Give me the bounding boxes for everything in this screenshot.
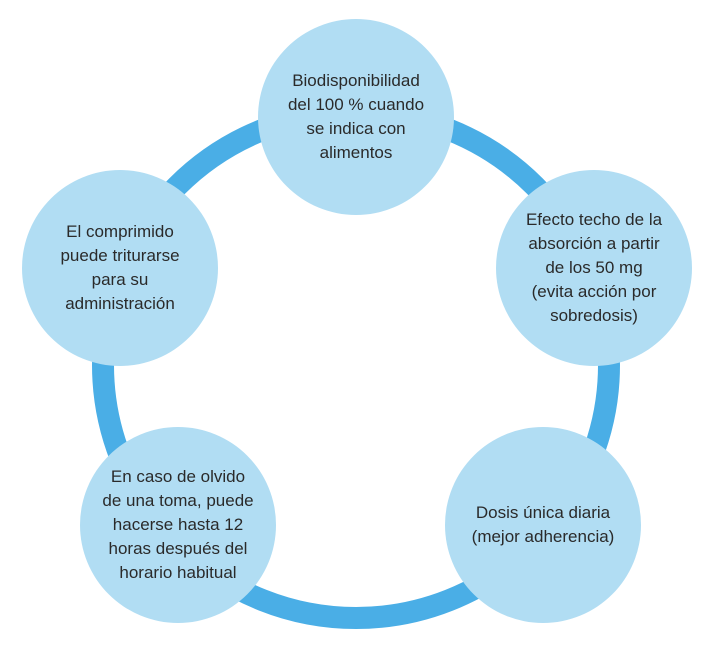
node-biodisponibilidad-label: Biodisponibilidad del 100 % cuando se in… [287,71,425,162]
node-olvido-toma: En caso de olvido de una toma, puede hac… [80,427,276,623]
node-biodisponibilidad: Biodisponibilidad del 100 % cuando se in… [258,19,454,215]
node-efecto-techo: Efecto techo de la absorción a partir de… [496,170,692,366]
node-efecto-techo-label: Efecto techo de la absorción a partir de… [525,210,663,325]
node-dosis-unica-label: Dosis única diaria (mejor adherencia) [471,503,615,546]
node-olvido-toma-label: En caso de olvido de una toma, puede hac… [102,467,254,582]
node-comprimido-label: El comprimido puede triturarse para su a… [60,222,180,313]
node-dosis-unica: Dosis única diaria (mejor adherencia) [445,427,641,623]
node-comprimido: El comprimido puede triturarse para su a… [22,170,218,366]
